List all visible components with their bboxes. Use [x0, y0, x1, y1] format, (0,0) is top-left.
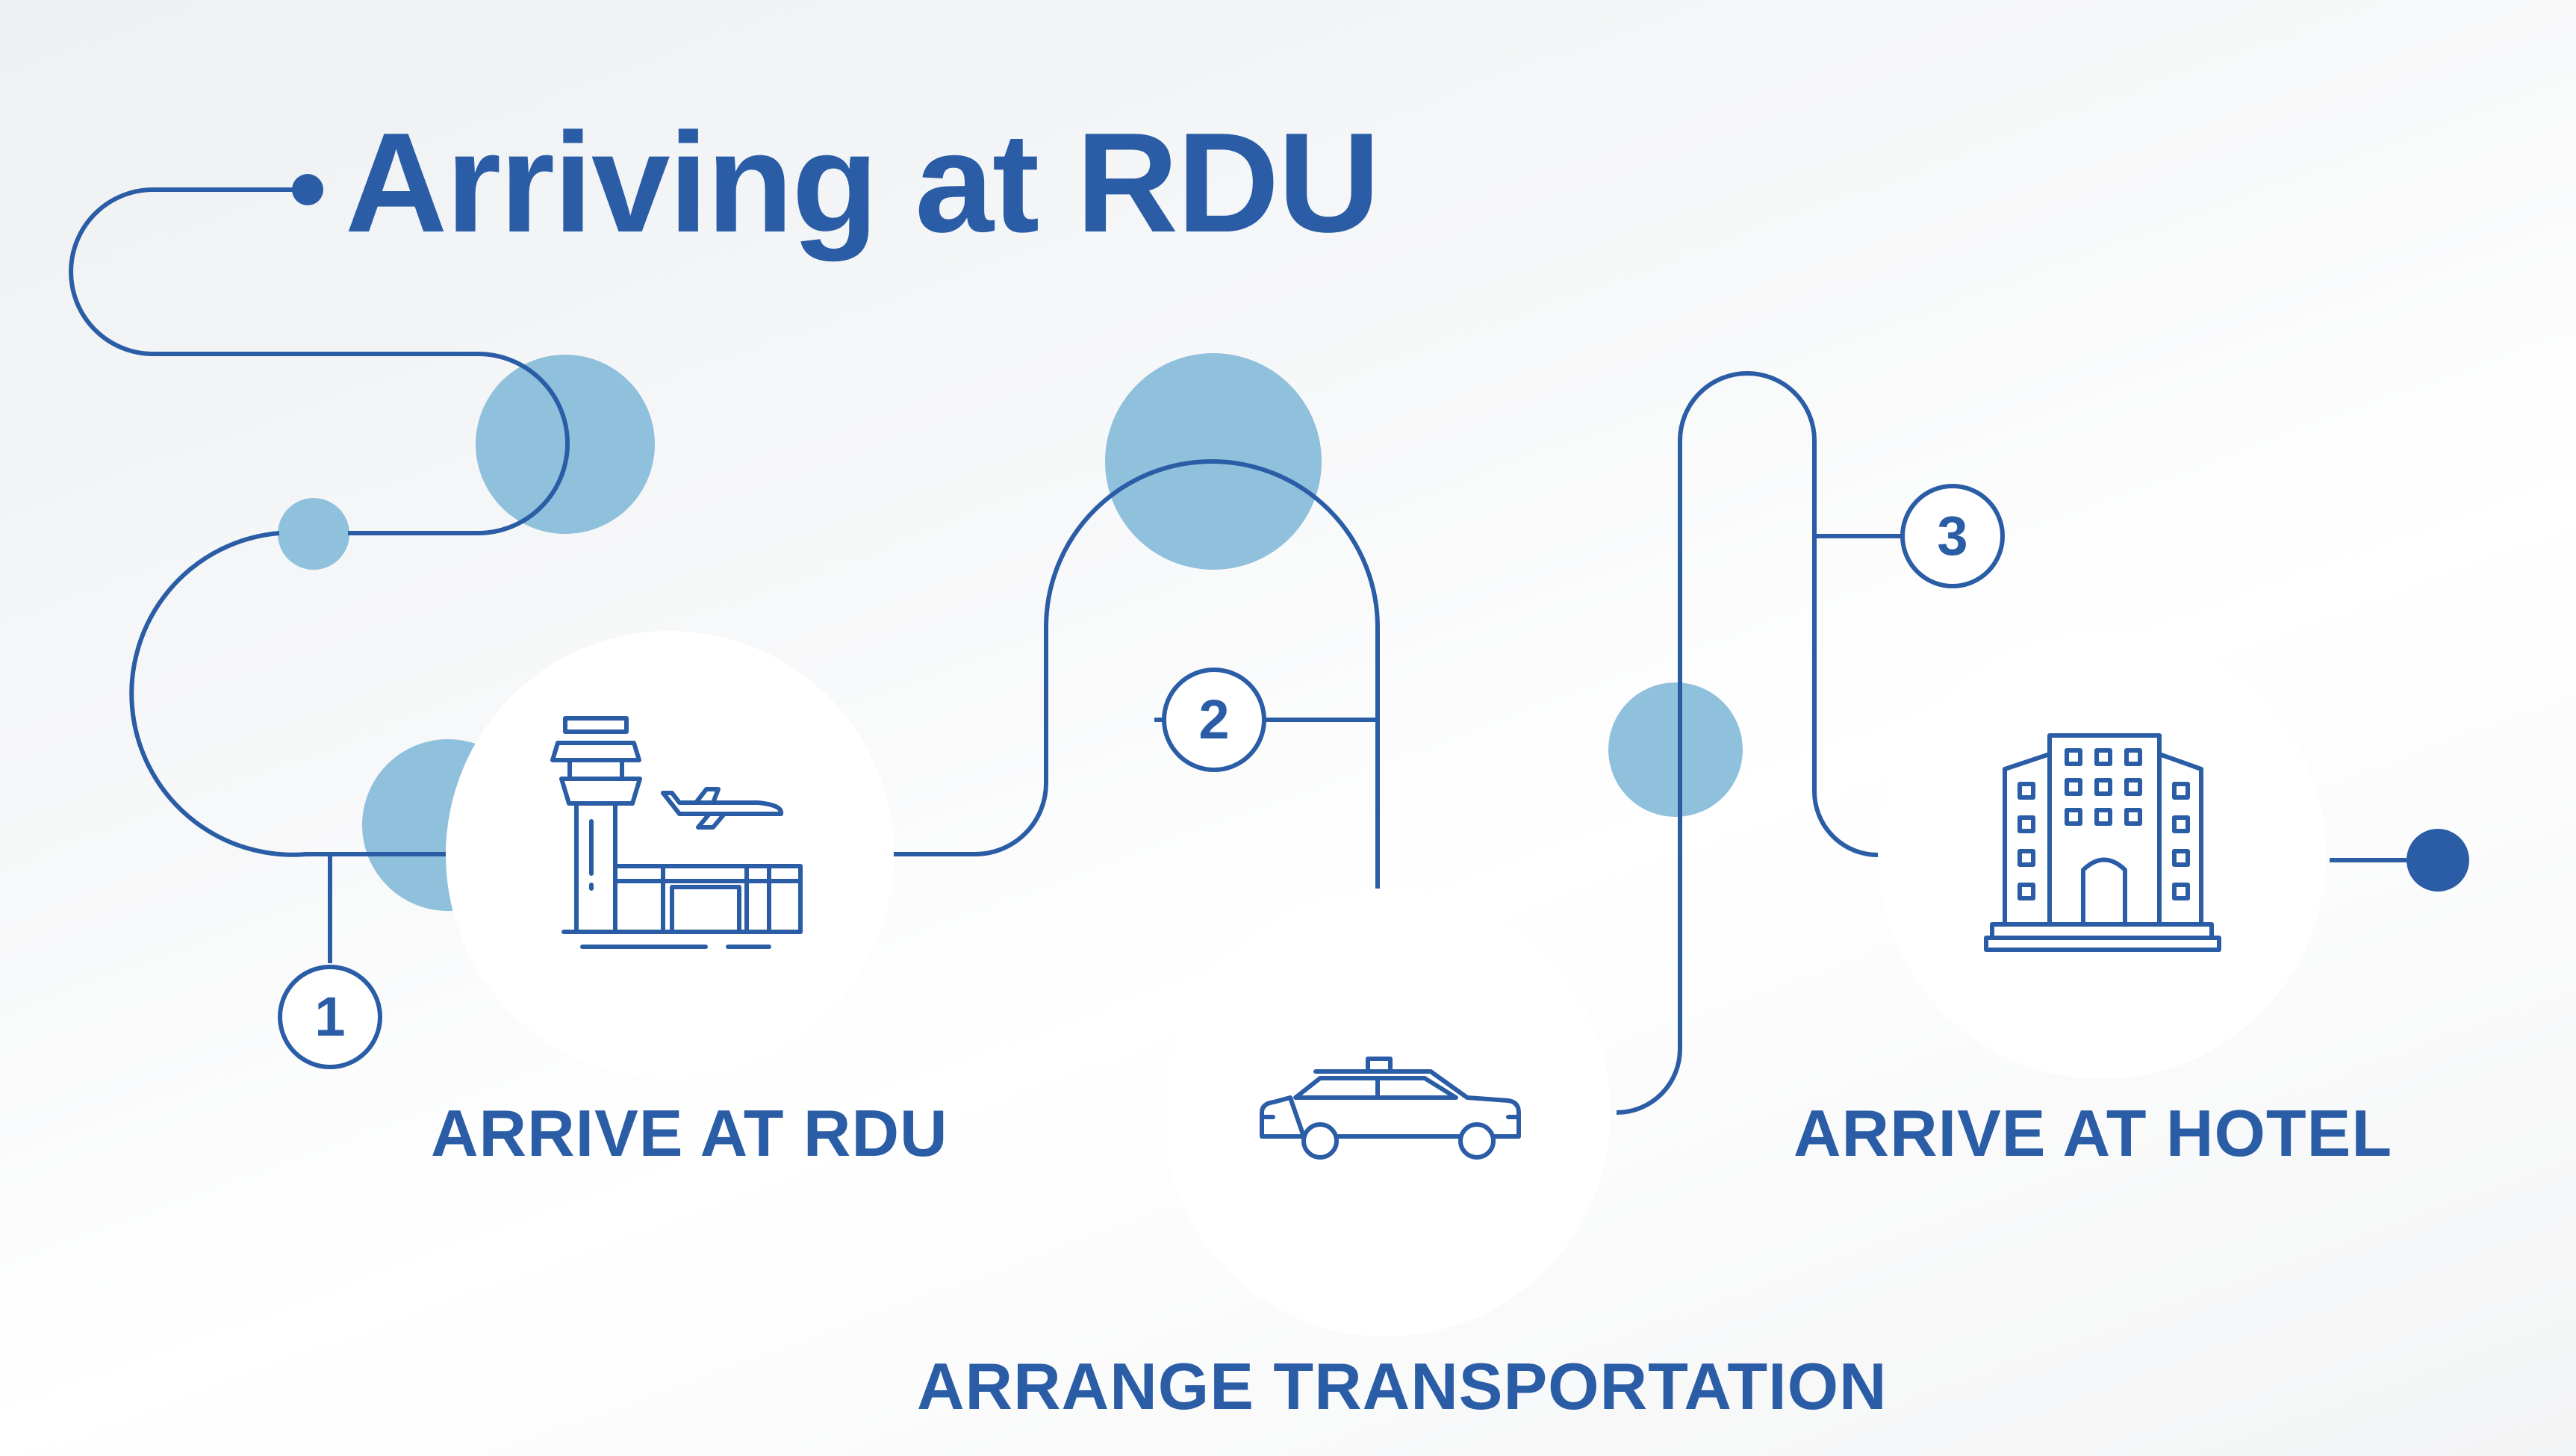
step-2-number-circle: [1162, 668, 1266, 772]
deco-circle: [1608, 682, 1743, 817]
step-1-icon-circle: [446, 631, 894, 1079]
step-3-label: ARRIVE AT HOTEL: [1793, 1096, 2393, 1170]
step-2-number: 2: [1198, 688, 1230, 750]
path-end-dot: [2407, 829, 2469, 892]
step-1-number-circle: [278, 965, 382, 1069]
journey-path: [69, 187, 2438, 1115]
hotel-icon: [1984, 733, 2221, 952]
step-1-label: ARRIVE AT RDU: [431, 1096, 948, 1170]
airport-icon: [550, 716, 803, 949]
step-3-icon-circle: [1878, 631, 2326, 1079]
path-start-dot: [292, 174, 323, 205]
step-1-number: 1: [314, 986, 346, 1048]
step-2-label: ARRANGE TRANSPORTATION: [917, 1349, 1888, 1423]
step-3-number-circle: [1900, 484, 2005, 588]
step-3-number: 3: [1937, 505, 1968, 567]
taxi-icon: [1260, 1057, 1521, 1160]
step-2-icon-circle: [1163, 889, 1611, 1337]
page-title: Arriving at RDU: [345, 104, 1381, 262]
deco-circle: [278, 498, 349, 570]
